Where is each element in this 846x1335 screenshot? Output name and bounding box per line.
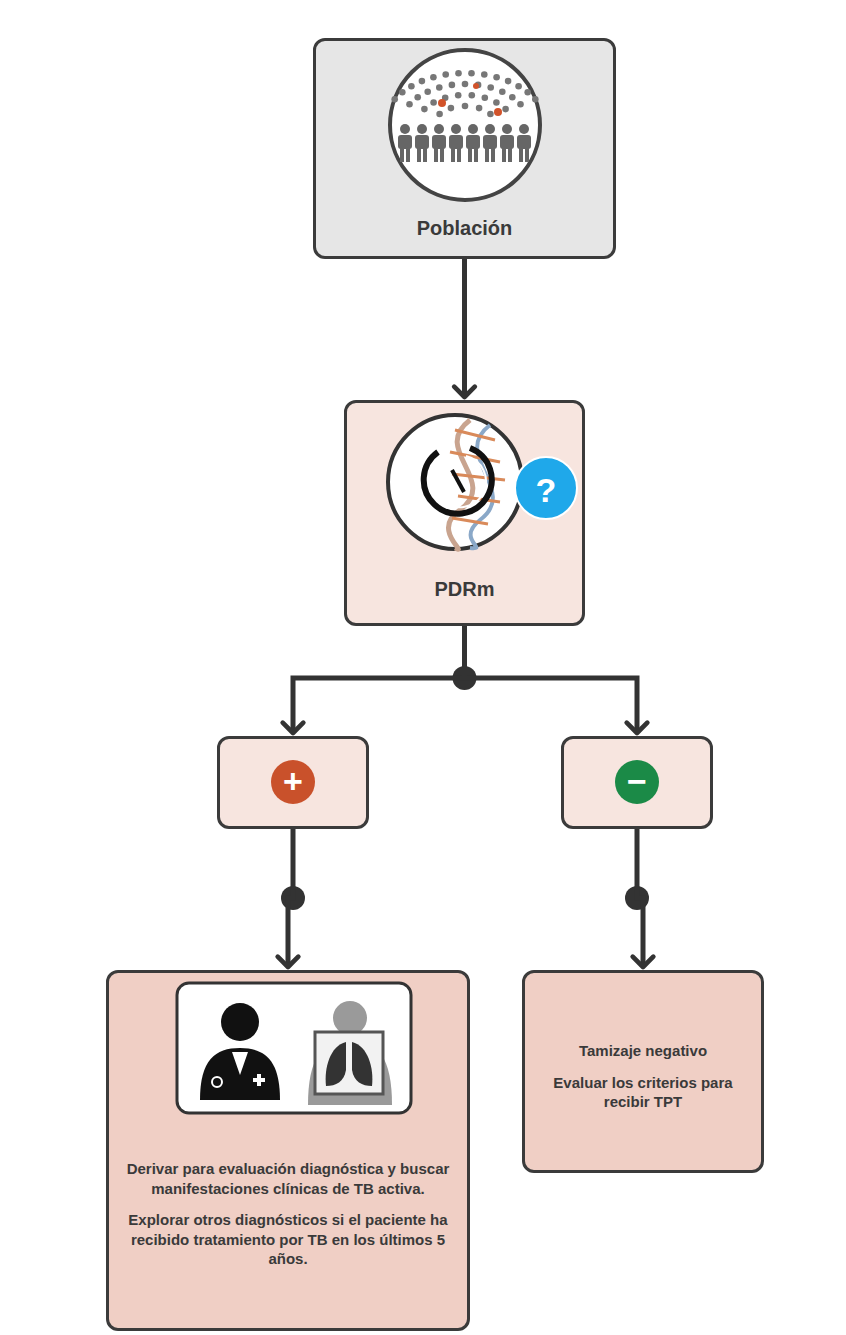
node-text: Derivar para evaluación diagnóstica y bu…	[121, 1159, 455, 1198]
flow-arrow	[293, 626, 465, 733]
doctor-xray-icon	[177, 983, 411, 1113]
process-box: Población	[313, 38, 616, 259]
node-title: Población	[328, 217, 601, 240]
node-text: Tamizaje negativo	[537, 1041, 749, 1061]
flow-arrow	[637, 829, 643, 967]
question-badge: ?	[514, 456, 578, 520]
result-sign: −	[615, 760, 659, 804]
result-box: +	[217, 736, 369, 829]
result-box: −	[561, 736, 713, 829]
node-title: PDRm	[359, 578, 570, 601]
flow-arrow	[288, 829, 293, 967]
process-box: Derivar para evaluación diagnóstica y bu…	[106, 970, 470, 1331]
crowd-icon	[390, 50, 540, 200]
flow-arrow	[462, 259, 467, 397]
process-box: Tamizaje negativoEvaluar los criterios p…	[522, 970, 764, 1173]
node-text: Evaluar los criterios para recibir TPT	[537, 1073, 749, 1112]
result-sign: +	[271, 760, 315, 804]
dna-timer-icon	[388, 415, 522, 549]
node-text: Explorar otros diagnósticos si el pacien…	[121, 1210, 455, 1269]
flow-arrow	[465, 626, 638, 733]
